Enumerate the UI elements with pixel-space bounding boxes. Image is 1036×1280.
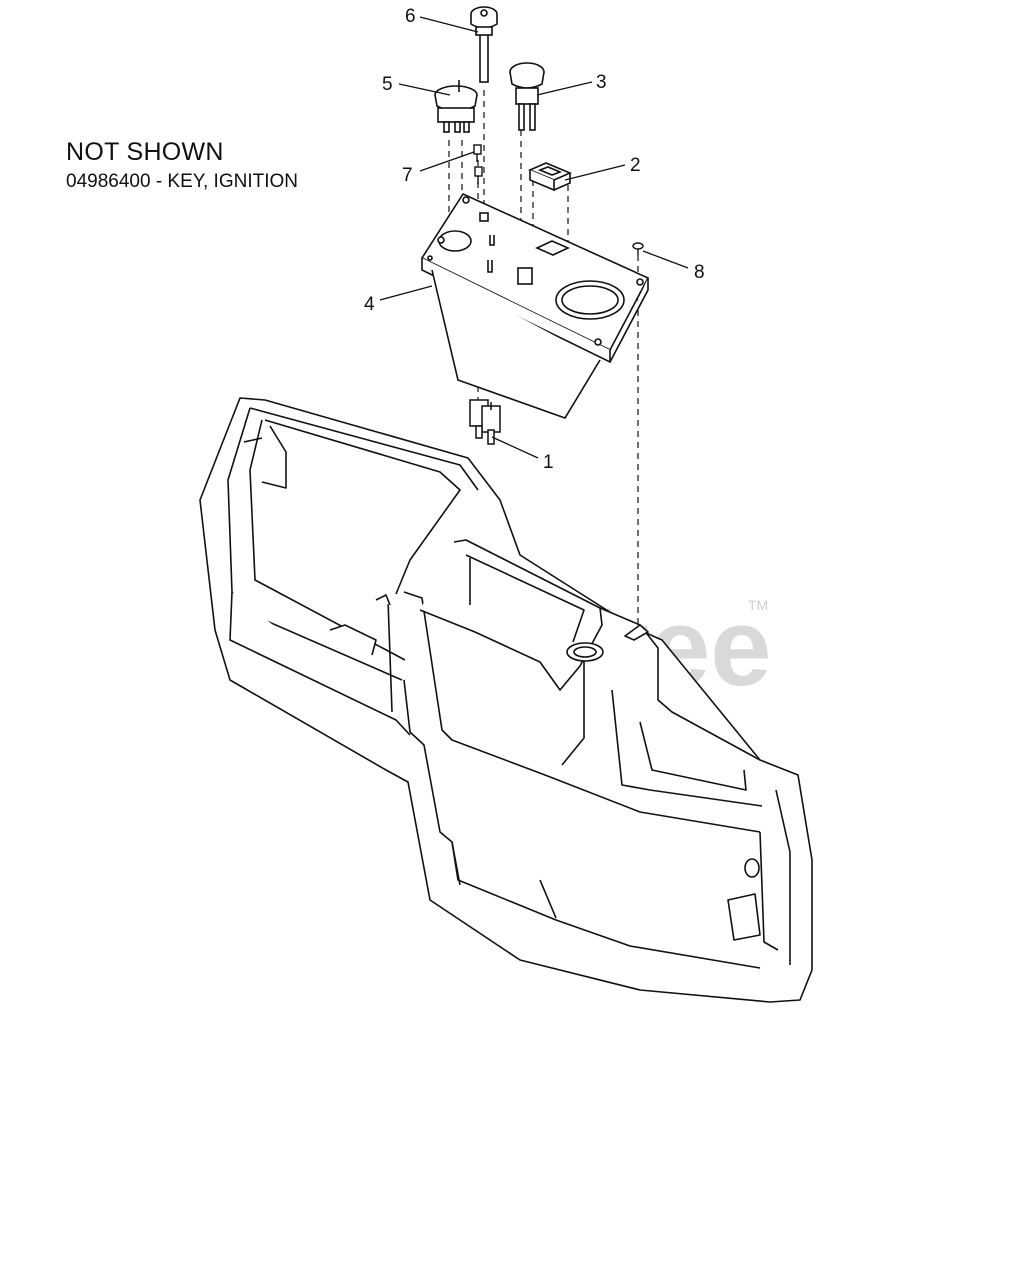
callout-3: 3: [596, 72, 607, 93]
callout-8: 8: [694, 262, 705, 283]
not-shown-heading: NOT SHOWN: [66, 138, 224, 166]
leader-lines: [379, 16, 689, 459]
part-4-console: [420, 192, 650, 419]
part-5-switch: [434, 80, 478, 133]
dashboard-shell: [199, 397, 813, 1003]
callout-5: 5: [382, 74, 393, 95]
part-3-switch: [509, 62, 545, 131]
callout-7: 7: [402, 165, 413, 186]
callout-2: 2: [630, 155, 641, 176]
not-shown-item: 04986400 - KEY, IGNITION: [66, 171, 298, 192]
callout-6: 6: [405, 6, 416, 27]
callout-4: 4: [364, 294, 375, 315]
part-1-connector: [469, 399, 501, 445]
watermark-tm: TM: [748, 597, 768, 613]
part-6-switch: [470, 6, 498, 83]
part-7-screws: [473, 144, 483, 184]
part-8-screw: [632, 242, 644, 255]
part-2-switch: [527, 162, 573, 192]
callout-1: 1: [543, 452, 554, 473]
